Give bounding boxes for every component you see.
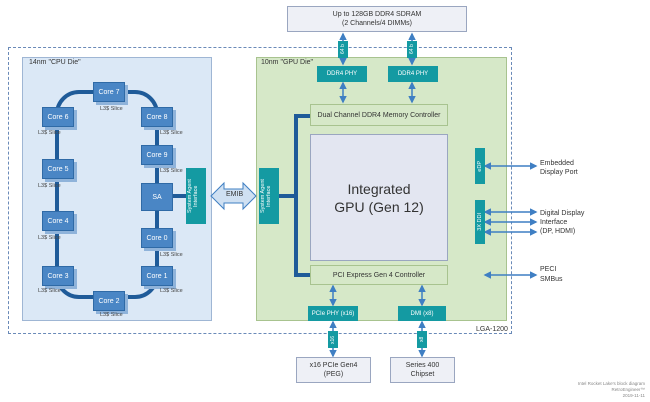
- embedded-dp-label: Embedded Display Port: [540, 160, 578, 176]
- core-7: Core 7: [93, 82, 125, 102]
- sa-block: SA: [141, 183, 173, 211]
- l3-slice-core-3: L3$ Slice: [38, 288, 61, 294]
- l3-slice-core-4: L3$ Slice: [38, 235, 61, 241]
- gpu-system-agent-interface: System Agent Interface: [259, 168, 279, 224]
- pcie-controller: PCI Express Gen 4 Controller: [310, 265, 448, 285]
- dram-bus-right-label: 64 b: [407, 41, 417, 58]
- core-8: Core 8: [141, 107, 173, 127]
- emib-arrow: [210, 181, 257, 211]
- dram-box: Up to 128GB DDR4 SDRAM (2 Channels/4 DIM…: [287, 6, 467, 32]
- core-6: Core 6: [42, 107, 74, 127]
- gpu-die-title: 10nm "GPU Die": [261, 59, 314, 66]
- dram-line1: Up to 128GB DDR4 SDRAM: [332, 11, 422, 18]
- gpu-line1: Integrated: [347, 180, 411, 197]
- dmi-bus-label: x8: [417, 331, 427, 348]
- l3-slice-core-2: L3$ Slice: [100, 312, 123, 318]
- memory-controller: Dual Channel DDR4 Memory Controller: [310, 104, 448, 126]
- l3-slice-core-9: L3$ Slice: [160, 168, 183, 174]
- package-outline: [8, 47, 512, 334]
- pcie-bus-label: x16: [328, 331, 338, 348]
- core-0: Core 0: [141, 228, 173, 248]
- edp-block: eDP: [475, 148, 485, 184]
- peci-label: PECI: [540, 266, 557, 273]
- emib-label: EMIB: [226, 191, 244, 198]
- pcie-gen4-box: x16 PCIe Gen4 (PEG): [296, 357, 371, 383]
- ddr4-phy-right: DDR4 PHY: [388, 66, 438, 82]
- core-5: Core 5: [42, 159, 74, 179]
- core-3: Core 3: [42, 266, 74, 286]
- core-2: Core 2: [93, 291, 125, 311]
- smbus-label: SMBus: [540, 276, 563, 283]
- ddr4-phy-left: DDR4 PHY: [317, 66, 367, 82]
- l3-slice-core-0: L3$ Slice: [160, 252, 183, 258]
- package-label: LGA-1200: [476, 326, 508, 333]
- cpu-system-agent-interface: System Agent Interface: [186, 168, 206, 224]
- cpu-die-title: 14nm "CPU Die": [29, 59, 81, 66]
- dram-bus-left-label: 64 b: [338, 41, 348, 58]
- core-4: Core 4: [42, 211, 74, 231]
- core-9: Core 9: [141, 145, 173, 165]
- ddi-block: 3X DDI: [475, 200, 485, 244]
- digital-display-label: Digital Display Interface (DP, HDMI): [540, 210, 585, 235]
- credit: Intel Rocket Lake's block diagram RetroE…: [577, 381, 645, 398]
- l3-slice-core-1: L3$ Slice: [160, 288, 183, 294]
- core-1: Core 1: [141, 266, 173, 286]
- integrated-gpu: Integrated GPU (Gen 12): [310, 134, 448, 261]
- l3-slice-core-7: L3$ Slice: [100, 106, 123, 112]
- l3-slice-core-8: L3$ Slice: [160, 130, 183, 136]
- pcie-phy: PCIe PHY (x16): [308, 306, 358, 321]
- gpu-line2: GPU (Gen 12): [334, 198, 424, 215]
- dram-line2: (2 Channels/4 DIMMs): [341, 20, 413, 27]
- l3-slice-core-6: L3$ Slice: [38, 130, 61, 136]
- dmi-phy: DMI (x8): [398, 306, 446, 321]
- l3-slice-core-5: L3$ Slice: [38, 183, 61, 189]
- gpu-bus: [294, 114, 310, 277]
- chipset-box: Series 400 Chipset: [390, 357, 455, 383]
